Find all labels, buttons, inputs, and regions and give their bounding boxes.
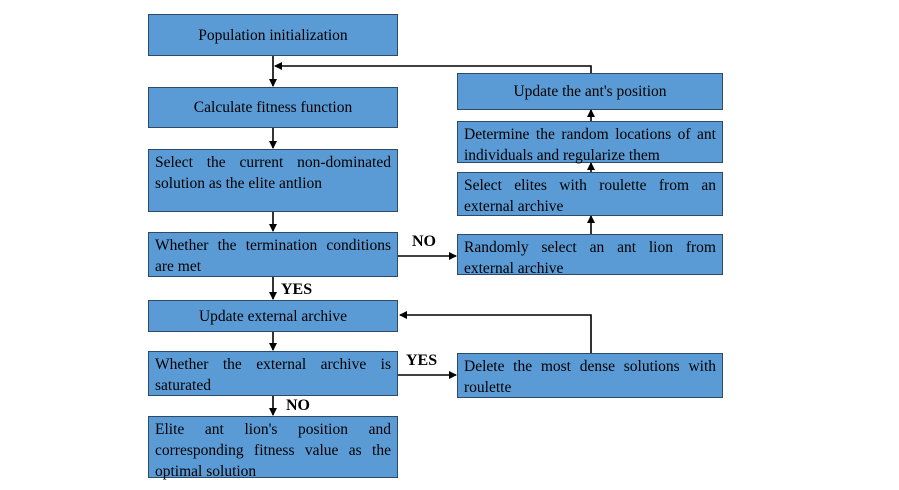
label-termination-yes: YES <box>281 281 313 298</box>
node-select-nondominated: Select the current non-dominated solutio… <box>148 149 398 212</box>
arrow-loop-to-fitness <box>274 62 592 73</box>
label-saturated-yes: YES <box>406 352 438 369</box>
node-population-initialization: Population initialization <box>148 14 398 56</box>
node-calculate-fitness: Calculate fitness function <box>148 87 398 128</box>
node-update-ant-position: Update the ant's position <box>457 73 723 110</box>
node-update-external-archive: Update external archive <box>148 300 398 332</box>
label-termination-no: NO <box>412 233 436 250</box>
node-select-elites: Select elites with roulette from an exte… <box>457 172 723 216</box>
node-random-antlion: Randomly select an ant lion from externa… <box>457 234 723 277</box>
node-delete-dense: Delete the most dense solutions with rou… <box>457 353 723 398</box>
arrow-delete-to-update-archive <box>399 311 592 353</box>
node-archive-saturated: Whether the external archive is saturate… <box>148 351 398 396</box>
node-random-locations: Determine the random locations of ant in… <box>457 121 723 164</box>
node-termination-check: Whether the termination conditions are m… <box>148 232 398 277</box>
node-optimal-solution: Elite ant lion's position and correspond… <box>148 416 398 480</box>
label-saturated-no: NO <box>286 397 310 414</box>
